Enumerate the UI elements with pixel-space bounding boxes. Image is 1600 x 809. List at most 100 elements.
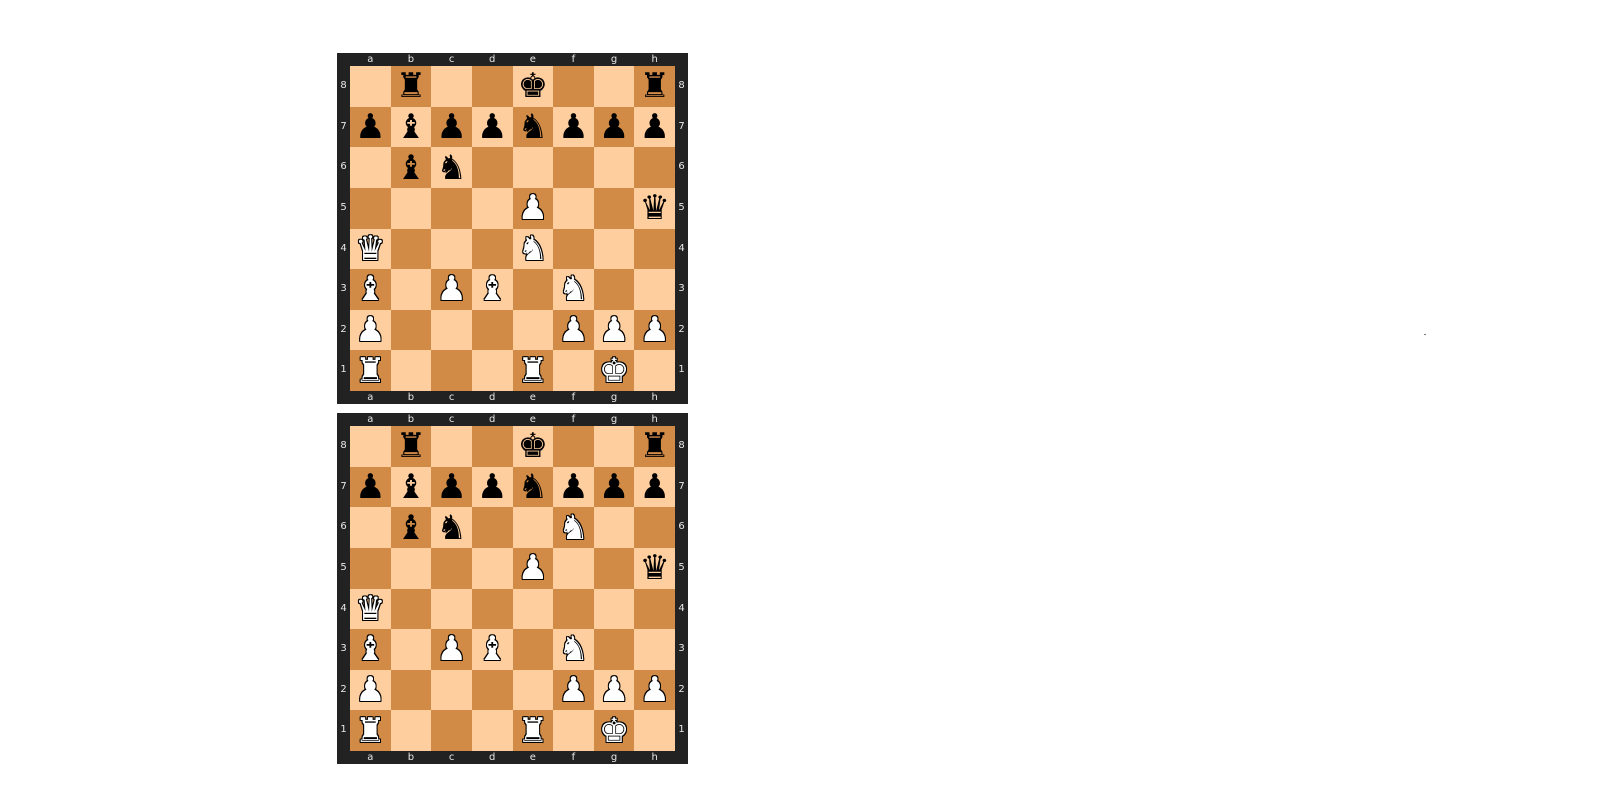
square-a4[interactable]: ♛ [350, 228, 391, 270]
square-c1[interactable] [431, 350, 472, 391]
square-g3[interactable] [593, 629, 635, 670]
square-e3[interactable] [512, 629, 554, 670]
square-b3[interactable] [390, 269, 432, 310]
square-e8[interactable]: ♚ [512, 66, 554, 107]
square-g6[interactable] [593, 147, 635, 188]
square-b7[interactable]: ♝ [390, 106, 432, 148]
square-f5[interactable] [553, 187, 594, 229]
square-h3[interactable] [634, 629, 675, 670]
square-e7[interactable]: ♞ [512, 466, 554, 508]
square-d8[interactable] [471, 66, 513, 107]
square-e7[interactable]: ♞ [512, 106, 554, 148]
square-a7[interactable]: ♟ [350, 466, 391, 508]
square-c4[interactable] [431, 228, 472, 270]
square-a8[interactable] [350, 426, 391, 467]
square-f8[interactable] [553, 66, 594, 107]
square-b1[interactable] [390, 710, 432, 751]
square-d7[interactable]: ♟ [471, 106, 513, 148]
square-f2[interactable]: ♟ [553, 309, 594, 351]
square-b6[interactable]: ♝ [390, 147, 432, 188]
square-e4[interactable]: ♞ [512, 228, 554, 270]
square-g2[interactable]: ♟ [593, 309, 635, 351]
square-a5[interactable] [350, 187, 391, 229]
square-b7[interactable]: ♝ [390, 466, 432, 508]
square-b2[interactable] [390, 669, 432, 711]
square-h1[interactable] [634, 350, 675, 391]
square-d1[interactable] [471, 350, 513, 391]
square-h7[interactable]: ♟ [634, 466, 675, 508]
square-e1[interactable]: ♜ [512, 710, 554, 751]
square-c8[interactable] [431, 66, 472, 107]
square-c4[interactable] [431, 588, 472, 630]
square-g2[interactable]: ♟ [593, 669, 635, 711]
square-g6[interactable] [593, 507, 635, 548]
square-a3[interactable]: ♝ [350, 269, 391, 310]
square-h3[interactable] [634, 269, 675, 310]
square-e4[interactable] [512, 588, 554, 630]
square-a3[interactable]: ♝ [350, 629, 391, 670]
square-g8[interactable] [593, 66, 635, 107]
square-b2[interactable] [390, 309, 432, 351]
square-c5[interactable] [431, 187, 472, 229]
square-d7[interactable]: ♟ [471, 466, 513, 508]
square-b8[interactable]: ♜ [390, 66, 432, 107]
square-b5[interactable] [390, 547, 432, 589]
square-h4[interactable] [634, 228, 675, 270]
square-c3[interactable]: ♟ [431, 269, 472, 310]
square-h2[interactable]: ♟ [634, 309, 675, 351]
square-d8[interactable] [471, 426, 513, 467]
square-h7[interactable]: ♟ [634, 106, 675, 148]
square-d5[interactable] [471, 187, 513, 229]
square-a6[interactable] [350, 507, 391, 548]
square-g7[interactable]: ♟ [593, 106, 635, 148]
square-c5[interactable] [431, 547, 472, 589]
square-h8[interactable]: ♜ [634, 426, 675, 467]
square-c2[interactable] [431, 669, 472, 711]
square-f7[interactable]: ♟ [553, 466, 594, 508]
square-f3[interactable]: ♞ [553, 629, 594, 670]
square-d4[interactable] [471, 588, 513, 630]
square-c7[interactable]: ♟ [431, 106, 472, 148]
square-g7[interactable]: ♟ [593, 466, 635, 508]
square-g3[interactable] [593, 269, 635, 310]
square-d1[interactable] [471, 710, 513, 751]
square-c1[interactable] [431, 710, 472, 751]
square-h8[interactable]: ♜ [634, 66, 675, 107]
square-e8[interactable]: ♚ [512, 426, 554, 467]
square-d3[interactable]: ♝ [471, 629, 513, 670]
square-a2[interactable]: ♟ [350, 309, 391, 351]
square-b1[interactable] [390, 350, 432, 391]
square-f6[interactable] [553, 147, 594, 188]
square-f4[interactable] [553, 228, 594, 270]
square-c2[interactable] [431, 309, 472, 351]
square-e3[interactable] [512, 269, 554, 310]
square-c3[interactable]: ♟ [431, 629, 472, 670]
square-a1[interactable]: ♜ [350, 710, 391, 751]
square-d6[interactable] [471, 147, 513, 188]
square-d2[interactable] [471, 309, 513, 351]
square-g8[interactable] [593, 426, 635, 467]
square-h6[interactable] [634, 147, 675, 188]
square-h5[interactable]: ♛ [634, 547, 675, 589]
square-b8[interactable]: ♜ [390, 426, 432, 467]
square-f7[interactable]: ♟ [553, 106, 594, 148]
square-d3[interactable]: ♝ [471, 269, 513, 310]
square-f3[interactable]: ♞ [553, 269, 594, 310]
square-a5[interactable] [350, 547, 391, 589]
square-d6[interactable] [471, 507, 513, 548]
square-a6[interactable] [350, 147, 391, 188]
square-b6[interactable]: ♝ [390, 507, 432, 548]
square-e5[interactable]: ♟ [512, 187, 554, 229]
square-e1[interactable]: ♜ [512, 350, 554, 391]
square-h2[interactable]: ♟ [634, 669, 675, 711]
square-e6[interactable] [512, 147, 554, 188]
square-h1[interactable] [634, 710, 675, 751]
square-f5[interactable] [553, 547, 594, 589]
square-d2[interactable] [471, 669, 513, 711]
square-h4[interactable] [634, 588, 675, 630]
square-g5[interactable] [593, 547, 635, 589]
square-g5[interactable] [593, 187, 635, 229]
square-b4[interactable] [390, 228, 432, 270]
square-d4[interactable] [471, 228, 513, 270]
square-e5[interactable]: ♟ [512, 547, 554, 589]
